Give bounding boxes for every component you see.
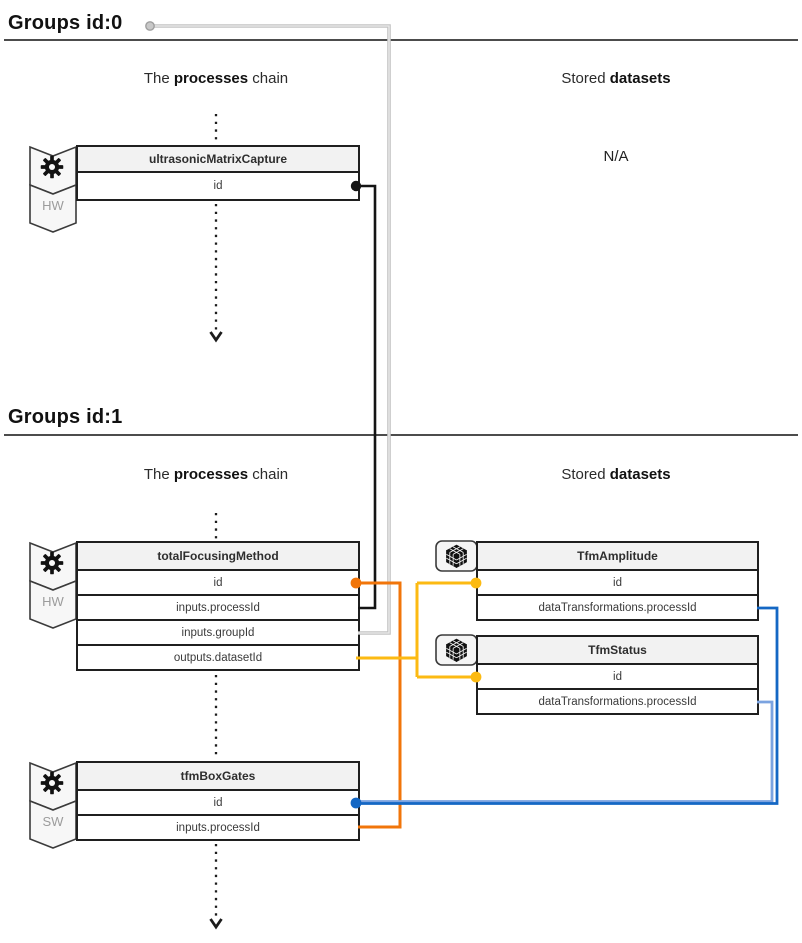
datasets-empty-label: N/A xyxy=(603,148,629,165)
header-text-bold: datasets xyxy=(609,466,671,483)
dataset-box-TfmAmplitude: TfmAmplitude id dataTransformations.proc… xyxy=(476,541,759,621)
section-divider xyxy=(4,434,798,436)
header-text-bold: processes xyxy=(173,70,249,87)
process-field-row: inputs.processId xyxy=(78,596,358,621)
process-box-title: ultrasonicMatrixCapture xyxy=(78,147,358,173)
section-divider xyxy=(4,39,798,41)
header-text: chain xyxy=(248,466,289,483)
process-box-tfmBoxGates: tfmBoxGates id inputs.processId xyxy=(76,761,360,841)
dataset-box-TfmStatus: TfmStatus id dataTransformations.process… xyxy=(476,635,759,715)
connector-endpoint-dot-yellow xyxy=(470,671,482,683)
connector-endpoint-dot-gray xyxy=(145,21,155,31)
header-text: The xyxy=(143,466,174,483)
header-text-bold: processes xyxy=(173,466,249,483)
processes-column-header: The processes chain xyxy=(76,70,356,87)
process-badge-sw: SW xyxy=(29,761,77,849)
flow-arrowhead-icon xyxy=(209,918,223,930)
process-badge-hw: HW xyxy=(29,145,77,233)
process-field-row: id xyxy=(78,173,358,199)
header-text-bold: datasets xyxy=(609,70,671,87)
connector-boxgates-id-to-tfmstatus xyxy=(356,700,774,803)
dataset-field-row: id xyxy=(478,665,757,690)
process-badge-hw: HW xyxy=(29,541,77,629)
group-title-1: Groups id:1 xyxy=(8,406,123,428)
dataset-box-title: TfmAmplitude xyxy=(478,543,757,571)
dataset-field-row: dataTransformations.processId xyxy=(478,596,757,619)
badge-label: HW xyxy=(42,594,64,609)
badge-label: HW xyxy=(42,198,64,213)
datasets-column-header: Stored datasets xyxy=(476,466,756,483)
header-text: Stored xyxy=(561,70,610,87)
connector-group0-to-groupid-core xyxy=(152,25,390,634)
process-box-title: tfmBoxGates xyxy=(78,763,358,791)
datasets-column-header: Stored datasets xyxy=(476,70,756,87)
process-field-row: outputs.datasetId xyxy=(78,646,358,669)
badge-label: SW xyxy=(43,814,65,829)
header-text: Stored xyxy=(561,466,610,483)
dataset-field-row: dataTransformations.processId xyxy=(478,690,757,713)
process-box-ultrasonicMatrixCapture: ultrasonicMatrixCapture id xyxy=(76,145,360,201)
dataset-field-row: id xyxy=(478,571,757,596)
processes-column-header: The processes chain xyxy=(76,466,356,483)
header-text: The xyxy=(143,70,174,87)
process-box-totalFocusingMethod: totalFocusingMethod id inputs.processId … xyxy=(76,541,360,671)
connector-endpoint-dot-orange xyxy=(350,577,362,589)
header-text: chain xyxy=(248,70,289,87)
process-field-row: inputs.processId xyxy=(78,816,358,839)
dataset-box-title: TfmStatus xyxy=(478,637,757,665)
group-title-0: Groups id:0 xyxy=(8,12,123,34)
connector-datasetid-to-datasets xyxy=(356,581,476,679)
connector-group0-to-groupid xyxy=(152,24,391,635)
flow-arrowhead-icon xyxy=(209,331,223,343)
connector-endpoint-dot-black xyxy=(350,180,362,192)
process-field-row: id xyxy=(78,571,358,596)
process-field-row: inputs.groupId xyxy=(78,621,358,646)
connector-tfm-id-to-boxgates-processid xyxy=(356,581,402,829)
connector-endpoint-dot-blue xyxy=(350,797,362,809)
process-box-title: totalFocusingMethod xyxy=(78,543,358,571)
connector-endpoint-dot-yellow xyxy=(470,577,482,589)
connector-umc-id-to-tfm-processid xyxy=(356,184,377,610)
connector-boxgates-id-to-tfmamplitude xyxy=(356,606,779,805)
process-field-row: id xyxy=(78,791,358,816)
badge-ribbon xyxy=(29,183,77,233)
